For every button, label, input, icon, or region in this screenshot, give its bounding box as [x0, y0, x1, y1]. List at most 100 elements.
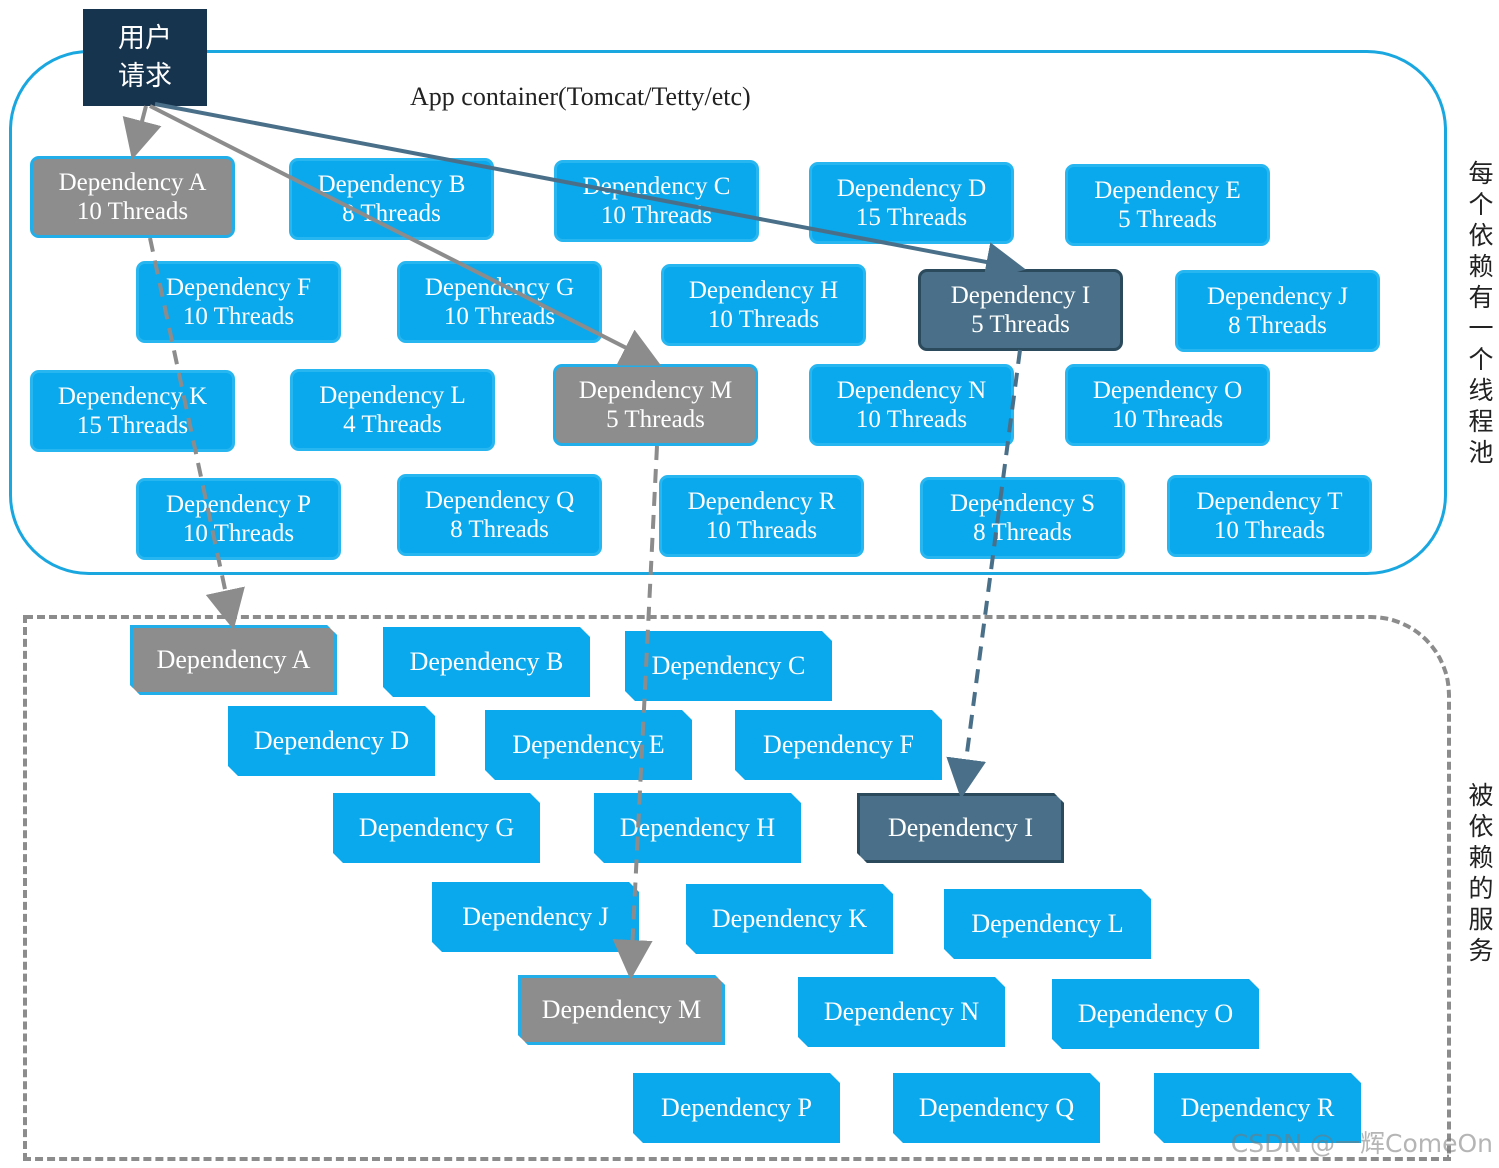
thread-pool-threads: 10 Threads — [76, 198, 189, 225]
app-container — [9, 50, 1447, 575]
service-b: Dependency B — [383, 627, 590, 697]
thread-pool-threads: 8 Threads — [973, 519, 1072, 546]
thread-pool-name: Dependency J — [1207, 283, 1348, 310]
thread-pool-threads: 8 Threads — [1228, 312, 1327, 339]
thread-pool-threads: 10 Threads — [707, 306, 820, 333]
service-name: Dependency H — [619, 813, 776, 842]
services-side-label: 被依赖的服务 — [1468, 781, 1494, 965]
watermark: CSDN @一辉ComeOn — [1230, 1129, 1493, 1158]
thread-pool-name: Dependency C — [582, 173, 731, 200]
thread-pool-name: Dependency K — [57, 383, 208, 410]
thread-pool-name: Dependency N — [836, 377, 987, 404]
service-name: Dependency M — [541, 995, 702, 1024]
service-name: Dependency O — [1077, 999, 1234, 1028]
thread-pool-name: Dependency E — [1094, 177, 1241, 204]
thread-pool-name: Dependency R — [687, 488, 836, 515]
thread-pool-name: Dependency P — [165, 491, 312, 518]
user-request-line2: 请求 — [118, 60, 172, 92]
service-name: Dependency C — [651, 651, 806, 680]
thread-pool-threads: 10 Threads — [1213, 517, 1326, 544]
thread-pool-threads: 10 Threads — [600, 202, 713, 229]
service-name: Dependency J — [462, 902, 609, 931]
service-k: Dependency K — [686, 884, 893, 954]
thread-pool-name: Dependency F — [165, 274, 312, 301]
thread-pool-threads: 15 Threads — [76, 412, 189, 439]
service-h: Dependency H — [594, 793, 801, 863]
service-name: Dependency E — [512, 730, 665, 759]
dependency-services-area — [23, 615, 1451, 1161]
thread-pool-name: Dependency L — [319, 382, 466, 409]
service-name: Dependency P — [661, 1093, 812, 1122]
thread-pool-name: Dependency T — [1196, 488, 1343, 515]
thread-pool-threads: 10 Threads — [1111, 406, 1224, 433]
thread-pool-threads: 5 Threads — [1118, 206, 1217, 233]
service-g: Dependency G — [333, 793, 540, 863]
thread-pool-name: Dependency I — [950, 282, 1091, 309]
service-o: Dependency O — [1052, 979, 1259, 1049]
service-name: Dependency L — [971, 909, 1124, 938]
thread-pool-name: Dependency G — [424, 274, 575, 301]
service-r: Dependency R — [1154, 1073, 1361, 1143]
service-f: Dependency F — [735, 710, 942, 780]
service-name: Dependency K — [711, 904, 868, 933]
thread-pool-name: Dependency D — [836, 175, 987, 202]
service-e: Dependency E — [485, 710, 692, 780]
service-p: Dependency P — [633, 1073, 840, 1143]
thread-pool-threads: 4 Threads — [343, 411, 442, 438]
thread-pool-name: Dependency H — [688, 277, 839, 304]
service-j: Dependency J — [432, 882, 639, 952]
user-request-line1: 用户 — [118, 22, 172, 54]
service-q: Dependency Q — [893, 1073, 1100, 1143]
thread-pool-threads: 8 Threads — [450, 516, 549, 543]
thread-pool-threads: 10 Threads — [182, 303, 295, 330]
service-name: Dependency A — [156, 645, 311, 674]
thread-pool-threads: 5 Threads — [606, 406, 705, 433]
thread-pool-threads: 10 Threads — [443, 303, 556, 330]
thread-pool-name: Dependency M — [578, 377, 733, 404]
user-request-box: 用户 请求 — [83, 9, 207, 106]
thread-pool-side-label: 每个依赖有一个线程池 — [1468, 159, 1494, 467]
service-name: Dependency R — [1180, 1093, 1335, 1122]
service-name: Dependency I — [887, 813, 1034, 842]
service-l: Dependency L — [944, 889, 1151, 959]
thread-pool-name: Dependency O — [1092, 377, 1243, 404]
service-name: Dependency N — [823, 997, 980, 1026]
thread-pool-threads: 5 Threads — [971, 311, 1070, 338]
thread-pool-threads: 10 Threads — [705, 517, 818, 544]
service-m: Dependency M — [518, 975, 725, 1045]
service-name: Dependency D — [253, 726, 410, 755]
thread-pool-threads: 10 Threads — [182, 520, 295, 547]
service-name: Dependency B — [409, 647, 564, 676]
service-d: Dependency D — [228, 706, 435, 776]
service-i: Dependency I — [857, 793, 1064, 863]
service-a: Dependency A — [130, 625, 337, 695]
service-name: Dependency G — [358, 813, 515, 842]
service-n: Dependency N — [798, 977, 1005, 1047]
thread-pool-name: Dependency A — [58, 169, 207, 196]
thread-pool-name: Dependency B — [317, 171, 466, 198]
thread-pool-threads: 15 Threads — [855, 204, 968, 231]
service-name: Dependency F — [763, 730, 914, 759]
thread-pool-name: Dependency S — [949, 490, 1096, 517]
service-name: Dependency Q — [918, 1093, 1075, 1122]
